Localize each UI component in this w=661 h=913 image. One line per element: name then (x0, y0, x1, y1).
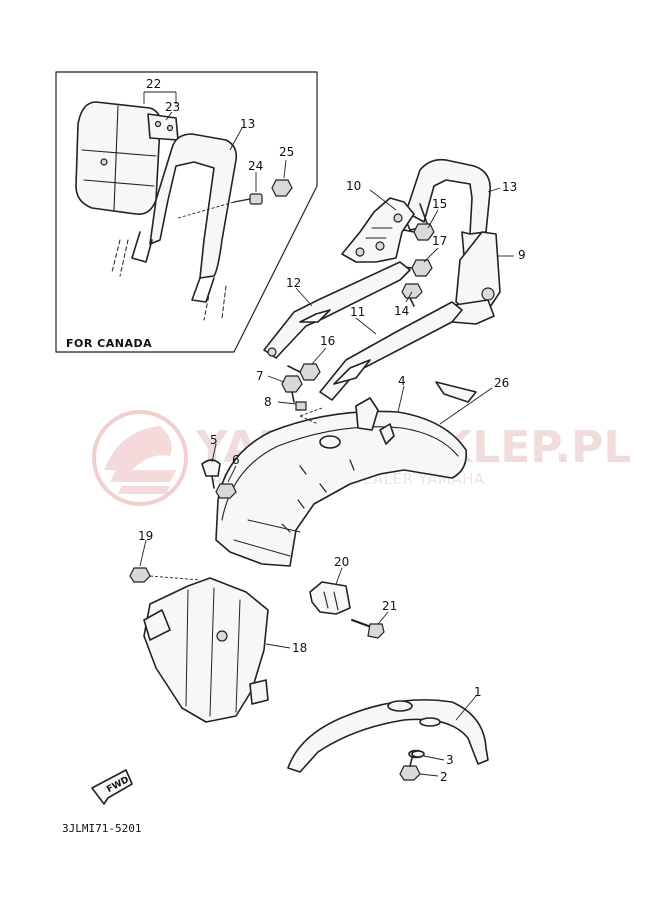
stay-12 (263, 261, 411, 359)
bolt-24 (233, 193, 263, 205)
callout-22: 22 (146, 77, 161, 91)
nut-25 (271, 179, 293, 197)
bracket-10 (341, 197, 415, 263)
label-26 (435, 381, 477, 403)
callout-23: 23 (165, 100, 180, 114)
bolt-17 (397, 259, 433, 277)
callout-17: 17 (432, 234, 447, 248)
diagram-code: 3JLMI71-5201 (62, 822, 141, 835)
callout-19: 19 (138, 529, 153, 543)
callout-21: 21 (382, 599, 397, 613)
callout-13: 13 (502, 180, 517, 194)
callout-18: 18 (292, 641, 307, 655)
bolt-14 (401, 283, 423, 307)
washer-3 (411, 750, 425, 758)
callout-3: 3 (446, 753, 454, 767)
callout-8: 8 (264, 395, 272, 409)
inset-label: FOR CANADA (66, 337, 152, 350)
fwd-arrow-icon: FWD (91, 769, 133, 805)
bolt-5 (201, 459, 221, 489)
canada-inset: FOR CANADA 22 (55, 71, 318, 353)
callout-26: 26 (494, 376, 509, 390)
bolt-7 (281, 375, 303, 403)
bolt-19 (129, 567, 201, 583)
backrest-pad (75, 101, 162, 216)
callout-14: 14 (394, 304, 409, 318)
callout-5: 5 (210, 433, 218, 447)
rear-fender-4 (215, 397, 468, 567)
watermark-logo-icon (92, 410, 188, 506)
callout-11: 11 (350, 305, 365, 319)
nut-6 (215, 483, 237, 499)
callout-6: 6 (232, 453, 240, 467)
stay-11 (319, 301, 463, 401)
front-fender-1 (287, 699, 489, 773)
callout-1: 1 (474, 685, 482, 699)
bolt-2 (399, 757, 421, 781)
inner-fender-18 (143, 577, 269, 723)
callout-4: 4 (398, 374, 406, 388)
callout-9: 9 (518, 248, 526, 262)
bolt-16 (287, 363, 321, 381)
callout-25: 25 (279, 145, 294, 159)
callout-7: 7 (256, 369, 264, 383)
callout-13-inset: 13 (240, 117, 255, 131)
callout-24: 24 (248, 159, 263, 173)
callout-2: 2 (440, 770, 448, 784)
callout-20: 20 (334, 555, 349, 569)
callouts: 10 13 15 17 9 12 11 14 16 7 8 4 26 5 6 1… (138, 179, 526, 784)
callout-15: 15 (432, 197, 447, 211)
bolt-21 (351, 619, 385, 639)
callout-16: 16 (320, 334, 335, 348)
side-plate-9 (447, 231, 501, 325)
callout-12: 12 (286, 276, 301, 290)
bracket-20 (309, 581, 351, 615)
leader-lines (139, 187, 514, 777)
callout-10: 10 (346, 179, 361, 193)
clip-8 (295, 401, 307, 411)
